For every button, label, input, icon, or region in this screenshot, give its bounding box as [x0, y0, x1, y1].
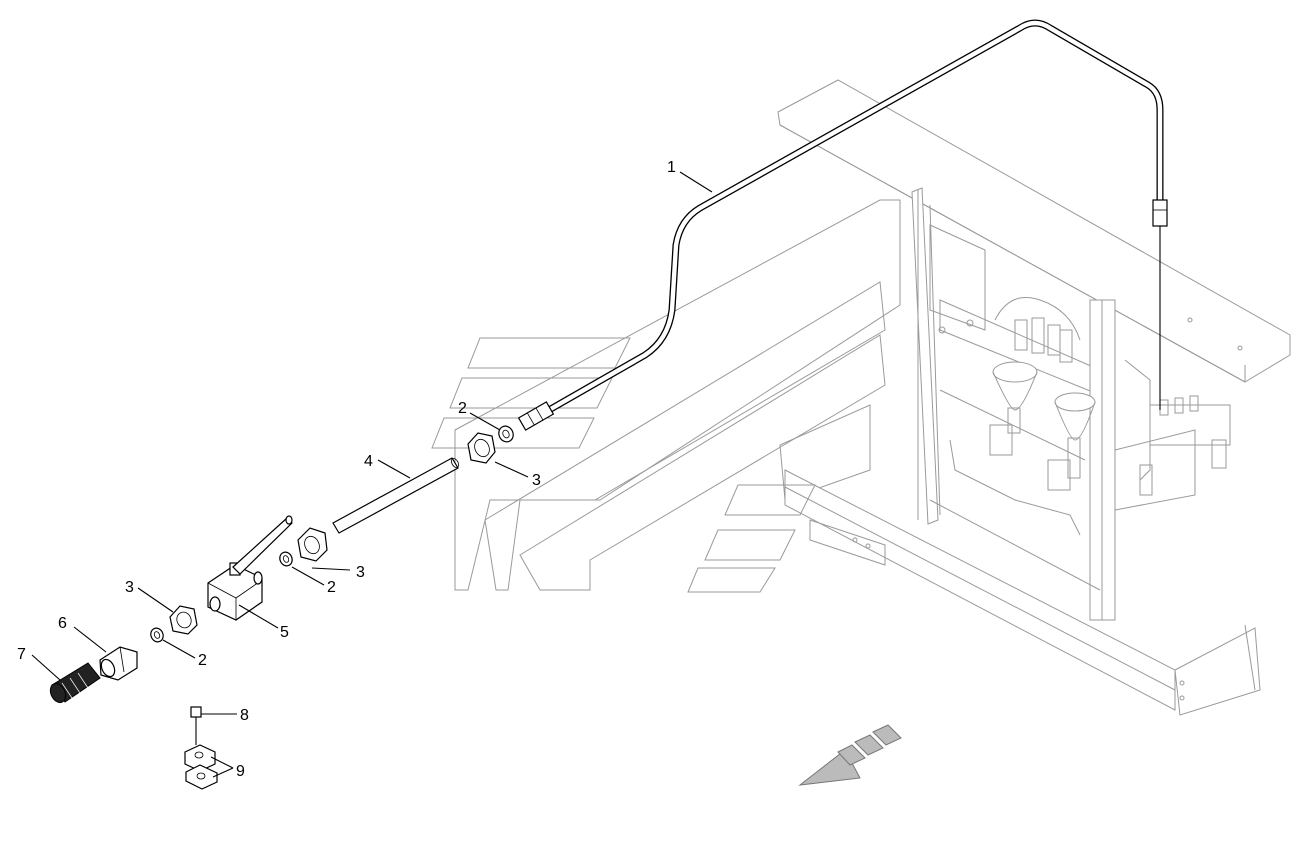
callout-9: 9 [236, 763, 245, 780]
hose-fitting-bottom [517, 401, 555, 431]
callout-2-upper: 2 [458, 400, 467, 417]
bracket [779, 404, 871, 501]
hose-fitting-top [1152, 199, 1168, 227]
washer-lower [150, 627, 164, 643]
machine-frame [777, 79, 1291, 716]
nut-upper [467, 432, 496, 464]
leader-lines [31, 171, 713, 778]
callout-3-upper: 3 [532, 472, 541, 489]
washer-middle [279, 551, 293, 567]
ball-valve [207, 515, 293, 621]
hose-assembly [517, 19, 1168, 431]
beam-end [1174, 627, 1261, 716]
nut-lower [169, 605, 198, 635]
callout-8: 8 [240, 707, 249, 724]
base-beam [784, 469, 1176, 711]
pipe [332, 457, 460, 534]
nut-middle [297, 527, 328, 562]
valve-handle [232, 517, 293, 575]
left-post [911, 187, 939, 525]
callout-7: 7 [17, 646, 26, 663]
callout-2-middle: 2 [327, 579, 336, 596]
callout-labels: 1 2 3 4 2 3 3 5 6 2 7 8 9 [17, 159, 676, 780]
callout-2-lower: 2 [198, 652, 207, 669]
top-plate [777, 79, 1291, 383]
direction-arrow-icon [798, 724, 902, 786]
logo-watermark [431, 199, 901, 593]
adapter [99, 646, 138, 681]
tank-1 [992, 361, 1038, 383]
washer-upper [498, 425, 514, 443]
callout-1: 1 [667, 159, 676, 176]
callout-3-middle: 3 [356, 564, 365, 581]
callout-5: 5 [280, 624, 289, 641]
callout-6: 6 [58, 615, 67, 632]
clamp [184, 744, 218, 790]
callout-3-lower: 3 [125, 579, 134, 596]
callout-4: 4 [364, 453, 373, 470]
tank-2 [1054, 392, 1096, 412]
bolt [190, 706, 202, 745]
quick-coupling [49, 662, 101, 704]
